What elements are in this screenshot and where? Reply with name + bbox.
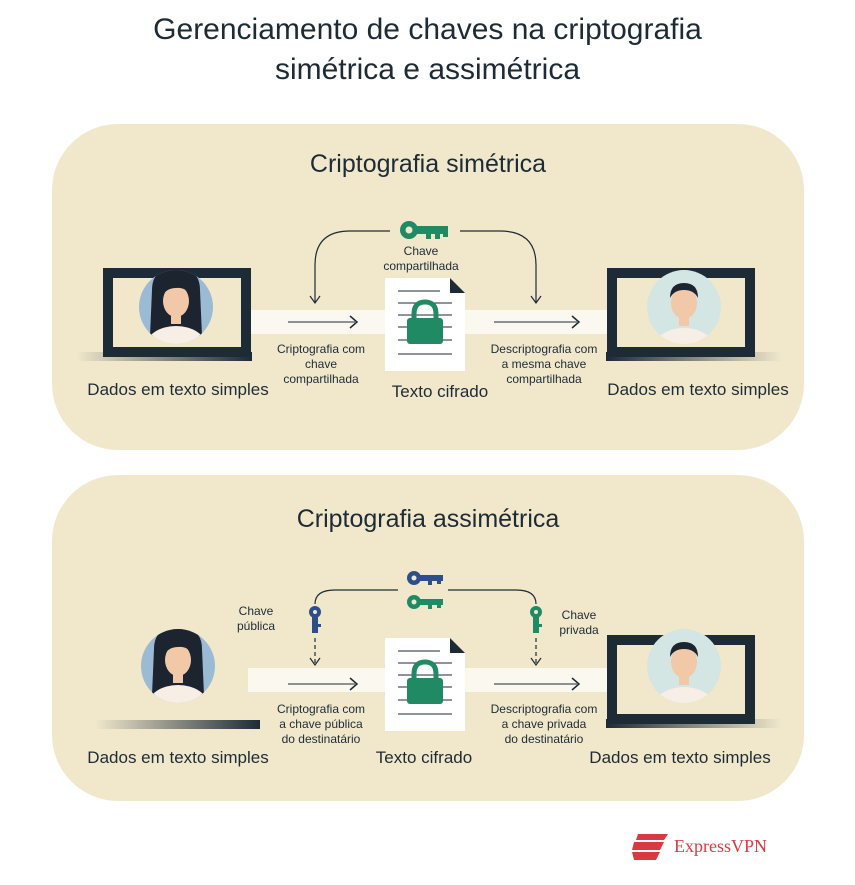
asym-public-key-label: Chave pública [226,604,286,634]
page-title: Gerenciamento de chaves na criptografia … [0,10,855,90]
asym-receiver-caption: Dados em texto simples [589,748,771,767]
sym-encrypt-label-line-3: compartilhada [283,372,359,386]
symmetric-title: Criptografia simétrica [309,150,547,178]
asym-encrypt-arrowhead [349,677,359,691]
man-avatar [647,629,721,703]
sym-key-label: Chave compartilhada [372,244,470,274]
sym-decrypt-label-line-3: compartilhada [506,372,582,386]
asym-decrypt-label-line-2: a chave privada [501,717,587,731]
sym-sender-caption: Dados em texto simples [87,380,269,399]
lock-icon [407,299,443,344]
asym-encrypt-label: Criptografia com a chave pública do dest… [262,702,380,747]
sym-encrypt-label-line-1: Criptografia com [276,342,366,356]
sym-decrypt-label-line-2: a mesma chave [501,357,587,371]
asym-decrypt-arrowhead [571,677,581,691]
asym-encrypt-label-line-2: a chave pública [279,717,363,731]
sym-arc-arrowhead-left [309,295,321,305]
sym-key-label-line-2: compartilhada [383,259,459,273]
sym-decrypt-label-line-1: Descriptografia com [490,342,598,356]
asym-flow-band-left [248,668,388,692]
sym-encrypt-label-line-2: chave [304,357,338,371]
sym-receiver-caption: Dados em texto simples [607,380,789,399]
asym-private-key-label: Chave privada [550,608,608,638]
lock-icon [407,659,443,704]
man-avatar [647,270,721,344]
asym-encrypt-label-line-1: Criptografia com [276,702,366,716]
laptop-icon [95,720,260,729]
woman-avatar [139,270,213,344]
sym-encrypt-label: Criptografia com chave compartilhada [262,342,380,387]
asym-public-arrowhead [309,657,321,667]
key-icon [407,571,443,585]
key-icon [530,606,542,633]
ribbon-logo-icon [632,834,668,860]
laptop-icon [76,268,252,361]
sym-encrypt-arrowhead [349,315,359,329]
key-icon [400,221,448,239]
asymmetric-title: Criptografia assimétrica [296,505,560,533]
asym-key-arc-right [448,589,537,605]
laptop-icon [606,268,782,361]
key-icon [309,606,321,633]
page-title-line-2: simétrica e assimétrica [274,53,581,86]
brand[interactable]: ExpressVPN [666,832,767,860]
woman-avatar [141,629,215,703]
sym-cipher-caption: Texto cifrado [391,382,489,401]
asym-private-arrowhead [530,657,542,667]
asym-public-key-label-line-2: pública [236,619,276,633]
sym-decrypt-label: Descriptografia com a mesma chave compar… [478,342,610,387]
asym-key-arc-left [314,589,398,605]
asym-decrypt-label-line-3: do destinatário [504,732,584,746]
sym-key-label-line-1: Chave [403,244,439,258]
asym-cipher-caption: Texto cifrado [375,748,473,767]
brand-name: ExpressVPN [674,835,767,856]
asym-public-key-label-line-1: Chave [238,604,274,618]
asym-encrypt-label-line-3: do destinatário [281,732,361,746]
asym-sender-caption: Dados em texto simples [87,748,269,767]
sym-key-arc-left [314,230,390,303]
page-title-line-1: Gerenciamento de chaves na criptografia [153,13,702,46]
sym-arc-arrowhead-right [530,295,542,305]
sym-key-arc-right [460,230,537,303]
asym-private-key-label-line-1: Chave [561,608,597,622]
key-icon [407,595,443,609]
sym-decrypt-arrowhead [571,315,581,329]
asym-private-key-label-line-2: privada [559,623,599,637]
asym-flow-band-right [465,668,615,692]
asym-decrypt-label-line-1: Descriptografia com [490,702,598,716]
asym-decrypt-label: Descriptografia com a chave privada do d… [474,702,614,747]
